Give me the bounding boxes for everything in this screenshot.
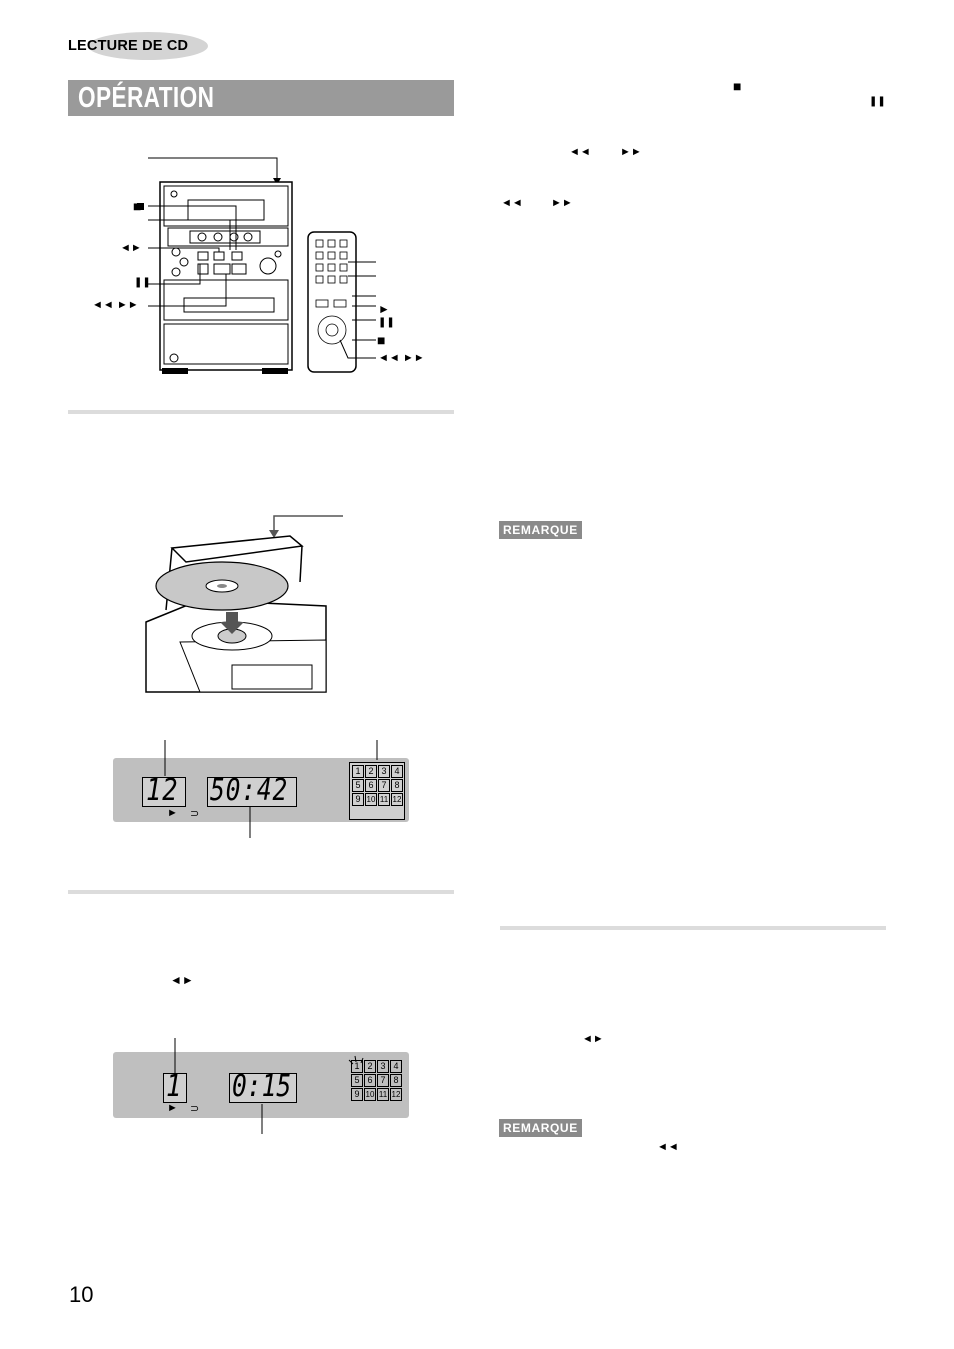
right-ff-symbol-2: ►► [551, 197, 573, 209]
stereo-skip-label: ◄◄ ►► [92, 299, 139, 311]
page-title-bar: OPÉRATION [68, 80, 454, 116]
track-cell: 9 [351, 1088, 363, 1101]
track-cell: 9 [352, 793, 364, 806]
section-divider [68, 890, 454, 894]
remarque-badge-2: REMARQUE [499, 1119, 582, 1137]
section-label-oval [88, 32, 208, 60]
track-cell: 11 [377, 1088, 389, 1101]
track-cell: 5 [351, 1074, 363, 1087]
repeat-indicator-icon: ⊃ [190, 1103, 200, 1115]
section-label: LECTURE DE CD [66, 30, 216, 62]
display-1-time-box [207, 777, 297, 807]
right-pause-symbol: ❚❚ [869, 96, 886, 107]
track-cell: 6 [365, 779, 377, 792]
track-cell: 12 [390, 1088, 402, 1101]
stereo-stop-label: ■ [133, 198, 142, 214]
display-1-callout-lines [164, 740, 378, 838]
right-stop-symbol: ■ [733, 78, 742, 94]
cd-loading-illustration [145, 515, 343, 693]
display-2-time-box [229, 1073, 297, 1103]
track-cell: 8 [391, 779, 403, 792]
section-label-text: LECTURE DE CD [68, 38, 189, 54]
track-cell: 10 [365, 793, 377, 806]
track-cell: 3 [377, 1060, 389, 1073]
play-indicator-icon: ► [167, 807, 178, 819]
play-indicator-icon: ► [167, 1102, 178, 1114]
display-1-track-box [142, 777, 186, 807]
display-2-track-grid: 1 2 3 4 5 6 7 8 9 10 11 12 [349, 1058, 403, 1102]
repeat-indicator-icon: ⊃ [190, 808, 200, 820]
track-cell: 4 [391, 765, 403, 778]
page-number: 10 [69, 1282, 94, 1307]
track-cell: 8 [390, 1074, 402, 1087]
track-cell: 6 [364, 1074, 376, 1087]
track-cell: 1 [351, 1060, 363, 1073]
right-rew-symbol-3: ◄◄ [657, 1141, 679, 1153]
display-1-track-grid: 1 2 3 4 5 6 7 8 9 10 11 12 [349, 762, 405, 820]
remarque-badge-1: REMARQUE [499, 521, 582, 539]
track-cell: 10 [364, 1088, 376, 1101]
track-cell: 11 [378, 793, 390, 806]
track-cell: 2 [365, 765, 377, 778]
track-cell: 7 [377, 1074, 389, 1087]
page-title: OPÉRATION [78, 82, 215, 114]
track-cell: 3 [378, 765, 390, 778]
right-rew-symbol-2: ◄◄ [501, 197, 523, 209]
right-play-symbol: ◄► [582, 1033, 604, 1045]
remote-play-label: ► [378, 302, 390, 316]
track-cell: 2 [364, 1060, 376, 1073]
section-divider [500, 926, 886, 930]
display-2-time: 0:15 [232, 1069, 292, 1104]
section-divider [68, 410, 454, 414]
right-ff-symbol: ►► [620, 146, 642, 158]
remote-stop-label: ■ [377, 332, 386, 348]
track-cell: 1 [352, 765, 364, 778]
stereo-play-pause-label: ◄► [120, 242, 142, 254]
display-1-time: 50:42 [210, 773, 289, 808]
left-play-symbol: ◄► [170, 973, 194, 987]
right-rew-symbol: ◄◄ [569, 146, 591, 158]
stereo-pause-label: ❚❚ [134, 277, 151, 288]
track-cell: 4 [390, 1060, 402, 1073]
track-cell: 7 [378, 779, 390, 792]
remote-pause-label: ❚❚ [378, 317, 395, 328]
stereo-remote-illustration [137, 157, 376, 374]
display-1-track-number: 12 [146, 773, 179, 808]
remote-skip-label: ◄◄ ►► [378, 352, 425, 364]
track-cell: 5 [352, 779, 364, 792]
display-2-track-number: 1 [166, 1069, 182, 1104]
track-cell: 12 [391, 793, 403, 806]
display-2-track-box [163, 1073, 187, 1103]
